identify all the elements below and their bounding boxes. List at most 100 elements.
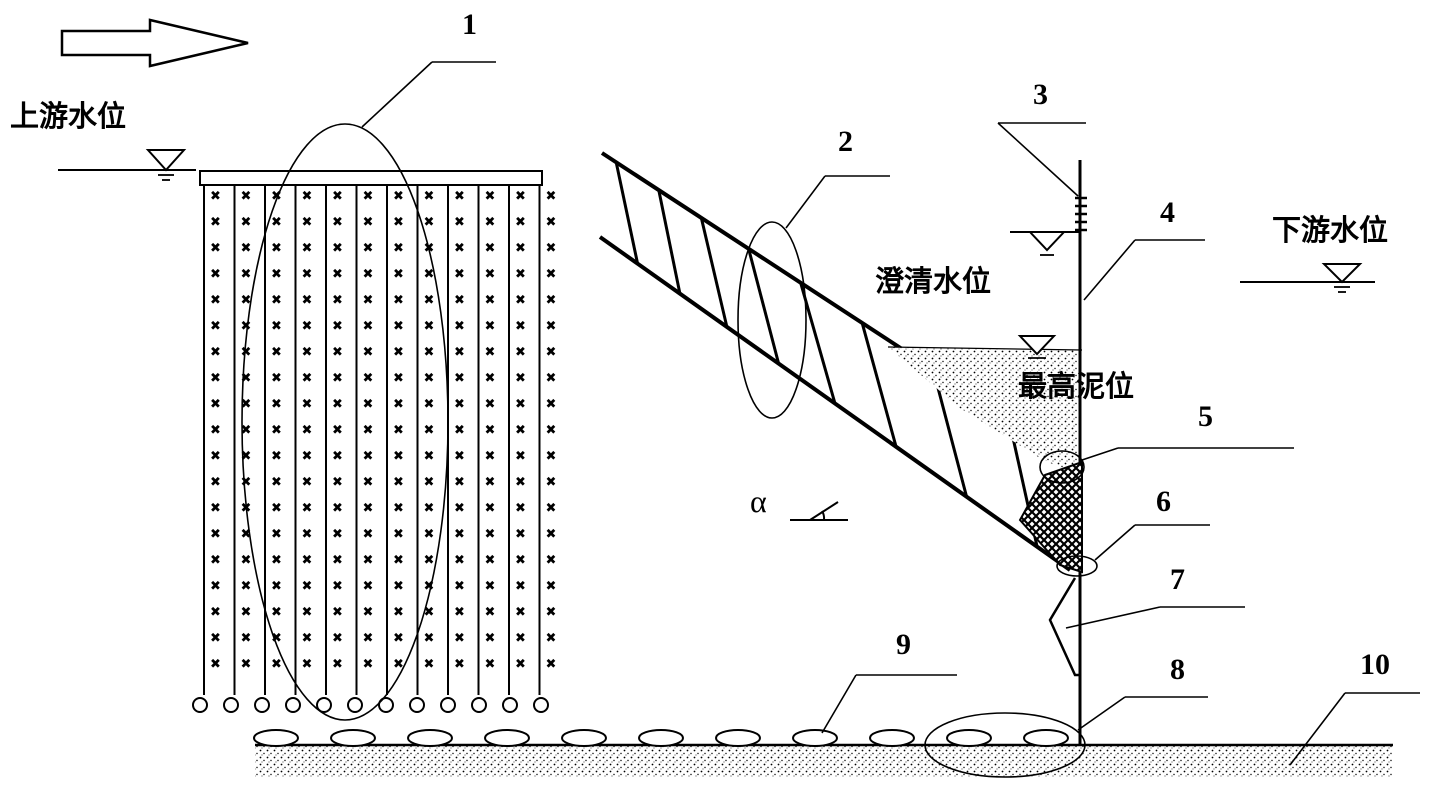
leader-10 (1289, 692, 1346, 766)
tube-mark: ✖ (485, 527, 496, 542)
tube-mark: ✖ (546, 527, 557, 542)
bubble (502, 697, 518, 713)
callout-number-2: 2 (838, 125, 853, 158)
callout-number-1: 1 (462, 8, 477, 41)
tube-mark: ✖ (424, 527, 435, 542)
tube-mark: ✖ (363, 423, 374, 438)
tube-mark: ✖ (271, 267, 282, 282)
tube-mark: ✖ (546, 189, 557, 204)
tube-mark: ✖ (393, 657, 404, 672)
tube-mark: ✖ (393, 449, 404, 464)
tube-mark: ✖ (302, 267, 313, 282)
tube-mark: ✖ (241, 527, 252, 542)
tube-mark: ✖ (485, 293, 496, 308)
tube-mark: ✖ (363, 319, 374, 334)
tube-mark: ✖ (515, 397, 526, 412)
tube-mark: ✖ (515, 527, 526, 542)
tube-mark: ✖ (302, 475, 313, 490)
tube-mark: ✖ (485, 605, 496, 620)
tube-mark: ✖ (393, 241, 404, 256)
tube-mark: ✖ (485, 449, 496, 464)
tube-mark: ✖ (271, 553, 282, 568)
sludge-deposit (888, 347, 1082, 478)
tube-mark: ✖ (454, 397, 465, 412)
tube-mark: ✖ (485, 397, 496, 412)
tube-mark: ✖ (515, 449, 526, 464)
bubble (223, 697, 239, 713)
tube-mark: ✖ (546, 241, 557, 256)
tube-mark: ✖ (363, 397, 374, 412)
tube-mark: ✖ (546, 267, 557, 282)
callout-number-3: 3 (1033, 78, 1048, 111)
tube-mark: ✖ (393, 631, 404, 646)
tube-mark: ✖ (210, 241, 221, 256)
upstream-level-label: 上游水位 (10, 99, 127, 133)
tube-mark: ✖ (546, 657, 557, 672)
clarified-level-label: 澄清水位 (875, 264, 992, 298)
tube-mark: ✖ (210, 267, 221, 282)
leader-7 (1065, 606, 1161, 629)
tube-mark: ✖ (302, 579, 313, 594)
tube-mark: ✖ (485, 501, 496, 516)
tube-mark: ✖ (515, 553, 526, 568)
tube-mark: ✖ (241, 293, 252, 308)
tube-mark: ✖ (332, 267, 343, 282)
tube-mark: ✖ (424, 475, 435, 490)
tube-mark: ✖ (515, 501, 526, 516)
tube-mark: ✖ (546, 423, 557, 438)
tube-mark: ✖ (210, 449, 221, 464)
tube-mark: ✖ (332, 553, 343, 568)
tube-mark: ✖ (424, 267, 435, 282)
tube-mark: ✖ (271, 189, 282, 204)
upstream-level-marker (58, 149, 196, 181)
tube-mark: ✖ (302, 241, 313, 256)
tube-mark: ✖ (393, 605, 404, 620)
tube-mark: ✖ (241, 215, 252, 230)
tube-mark: ✖ (210, 631, 221, 646)
tube-mark: ✖ (302, 423, 313, 438)
tube-mark: ✖ (241, 631, 252, 646)
tube-mark: ✖ (485, 371, 496, 386)
tube-mark: ✖ (241, 319, 252, 334)
tube-mark: ✖ (332, 579, 343, 594)
tube-mark: ✖ (241, 605, 252, 620)
tube-mark: ✖ (485, 475, 496, 490)
tube-mark: ✖ (454, 657, 465, 672)
tube-mark: ✖ (302, 501, 313, 516)
tube-mark: ✖ (546, 631, 557, 646)
flow-direction-arrow (60, 18, 249, 68)
leader-3 (997, 122, 1079, 197)
plate-rung (799, 282, 837, 404)
aeration-disk (330, 729, 376, 747)
bubble (409, 697, 425, 713)
tube-mark: ✖ (332, 371, 343, 386)
tube-mark: ✖ (363, 501, 374, 516)
callout-number-9: 9 (896, 628, 911, 661)
tube-mark: ✖ (546, 293, 557, 308)
tube-mark: ✖ (454, 605, 465, 620)
tube-mark: ✖ (302, 657, 313, 672)
tube-mark: ✖ (424, 189, 435, 204)
tube-mark: ✖ (424, 553, 435, 568)
bubble (471, 697, 487, 713)
tube-mark: ✖ (393, 345, 404, 360)
tube-mark: ✖ (485, 553, 496, 568)
tube-mark: ✖ (332, 293, 343, 308)
callout-circle-1 (241, 123, 449, 721)
tube-mark: ✖ (454, 579, 465, 594)
leader-6 (1094, 524, 1136, 561)
tube-mark: ✖ (546, 345, 557, 360)
plate-rung (747, 248, 781, 364)
tube-mark: ✖ (332, 423, 343, 438)
angle-label: α (750, 483, 767, 519)
bubble (347, 697, 363, 713)
tube-mark: ✖ (271, 605, 282, 620)
tube-mark: ✖ (393, 189, 404, 204)
aeration-disk (253, 729, 299, 747)
tube-mark: ✖ (546, 319, 557, 334)
callout-number-4: 4 (1160, 196, 1175, 229)
tube-mark: ✖ (302, 215, 313, 230)
tube-mark: ✖ (454, 449, 465, 464)
tube-mark: ✖ (302, 553, 313, 568)
